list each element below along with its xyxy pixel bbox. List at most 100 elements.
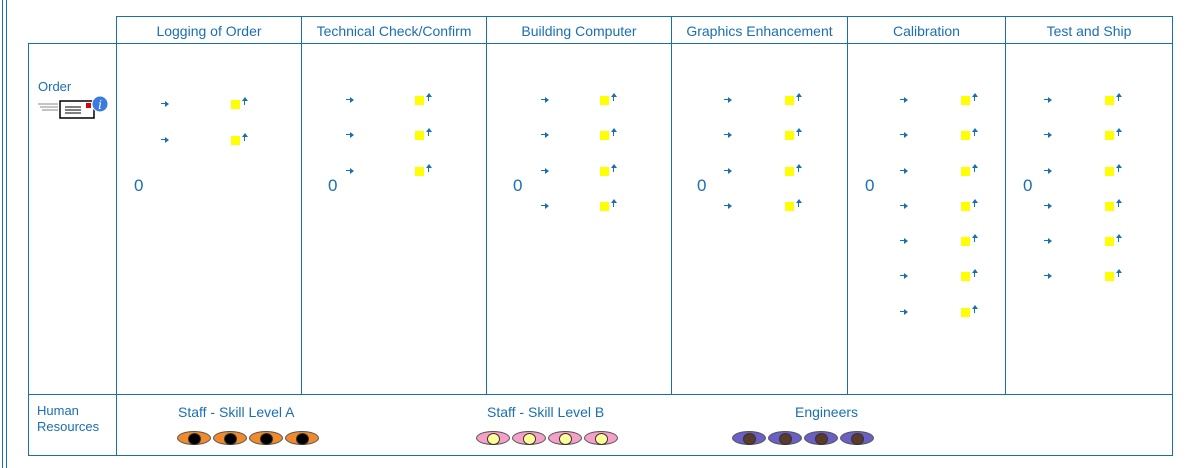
- eye-oval-icon[interactable]: [285, 431, 319, 445]
- arrow-right-icon: [724, 168, 732, 174]
- yellow-square-icon[interactable]: [961, 272, 970, 281]
- eye-pupil-icon: [595, 433, 608, 445]
- yellow-square-icon[interactable]: [1105, 272, 1114, 281]
- arrow-right-icon: [346, 168, 354, 174]
- yellow-square-icon[interactable]: [961, 237, 970, 246]
- process-count-calibration: 0: [865, 176, 875, 195]
- arrow-right-icon: [161, 137, 169, 143]
- eye-pupil-icon: [815, 433, 828, 445]
- yellow-square-icon[interactable]: [961, 167, 970, 176]
- resource-title-staff-a: Staff - Skill Level A: [178, 404, 295, 420]
- yellow-square-icon[interactable]: [415, 131, 424, 140]
- eye-oval-icon[interactable]: [548, 431, 582, 445]
- eye-oval-icon[interactable]: [476, 431, 510, 445]
- arrow-right-icon: [900, 273, 908, 279]
- eye-oval-icon[interactable]: [584, 431, 618, 445]
- process-count-technical-check: 0: [328, 176, 338, 195]
- eye-oval-icon[interactable]: [732, 431, 766, 445]
- process-count-logging-of-order: 0: [134, 176, 144, 195]
- yellow-square-icon[interactable]: [961, 202, 970, 211]
- arrow-up-icon: [796, 93, 802, 101]
- eye-pupil-icon: [487, 433, 500, 445]
- yellow-square-icon[interactable]: [415, 96, 424, 105]
- arrow-up-icon: [611, 199, 617, 207]
- eye-oval-icon[interactable]: [768, 431, 802, 445]
- resource-group-staff-b: [476, 431, 620, 445]
- process-count-test-and-ship: 0: [1023, 176, 1033, 195]
- yellow-square-icon[interactable]: [600, 96, 609, 105]
- arrow-up-icon: [972, 199, 978, 207]
- arrow-up-icon: [972, 93, 978, 101]
- eye-oval-icon[interactable]: [213, 431, 247, 445]
- yellow-square-icon[interactable]: [961, 96, 970, 105]
- arrow-up-icon: [1116, 164, 1122, 172]
- eye-oval-icon[interactable]: [177, 431, 211, 445]
- arrow-right-icon: [1044, 168, 1052, 174]
- process-header-logging-of-order: Logging of Order: [156, 22, 262, 39]
- eye-pupil-icon: [523, 433, 536, 445]
- yellow-square-icon[interactable]: [961, 131, 970, 140]
- yellow-square-icon[interactable]: [1105, 202, 1114, 211]
- arrow-right-icon: [900, 238, 908, 244]
- process-header-technical-check: Technical Check/Confirm: [316, 22, 472, 39]
- yellow-square-icon[interactable]: [1105, 96, 1114, 105]
- arrow-right-icon: [1044, 132, 1052, 138]
- eye-oval-icon[interactable]: [804, 431, 838, 445]
- yellow-square-icon[interactable]: [785, 96, 794, 105]
- arrow-up-icon: [972, 269, 978, 277]
- yellow-square-icon[interactable]: [231, 100, 240, 109]
- arrow-right-icon: [1044, 203, 1052, 209]
- yellow-square-icon[interactable]: [785, 202, 794, 211]
- arrow-up-icon: [426, 164, 432, 172]
- arrow-up-icon: [1116, 199, 1122, 207]
- yellow-square-icon[interactable]: [1105, 131, 1114, 140]
- arrow-right-icon: [900, 97, 908, 103]
- arrow-up-icon: [426, 128, 432, 136]
- arrow-right-icon: [900, 309, 908, 315]
- arrow-right-icon: [346, 132, 354, 138]
- human-resources-row-label: Human Resources: [37, 403, 100, 434]
- eye-oval-icon[interactable]: [249, 431, 283, 445]
- arrow-up-icon: [1116, 128, 1122, 136]
- yellow-square-icon[interactable]: [785, 131, 794, 140]
- eye-pupil-icon: [851, 433, 864, 445]
- arrow-up-icon: [242, 97, 248, 105]
- arrow-up-icon: [426, 93, 432, 101]
- svg-text:i: i: [98, 98, 102, 112]
- yellow-square-icon[interactable]: [231, 136, 240, 145]
- yellow-square-icon[interactable]: [415, 167, 424, 176]
- arrow-up-icon: [1116, 269, 1122, 277]
- arrow-right-icon: [724, 132, 732, 138]
- arrow-right-icon: [724, 97, 732, 103]
- envelope-info-icon[interactable]: i: [36, 94, 110, 120]
- arrow-up-icon: [796, 128, 802, 136]
- yellow-square-icon[interactable]: [600, 167, 609, 176]
- arrow-up-icon: [972, 234, 978, 242]
- arrow-right-icon: [900, 132, 908, 138]
- arrow-up-icon: [796, 164, 802, 172]
- eye-oval-icon[interactable]: [840, 431, 874, 445]
- yellow-square-icon[interactable]: [961, 308, 970, 317]
- yellow-square-icon[interactable]: [600, 131, 609, 140]
- resource-title-engineers: Engineers: [795, 404, 859, 420]
- arrow-up-icon: [972, 305, 978, 313]
- arrow-right-icon: [1044, 97, 1052, 103]
- yellow-square-icon[interactable]: [600, 202, 609, 211]
- process-count-building-computer: 0: [513, 176, 523, 195]
- yellow-square-icon[interactable]: [1105, 167, 1114, 176]
- arrow-up-icon: [1116, 234, 1122, 242]
- arrow-right-icon: [346, 97, 354, 103]
- process-header-building-computer: Building Computer: [521, 22, 637, 39]
- yellow-square-icon[interactable]: [1105, 237, 1114, 246]
- arrow-up-icon: [1116, 93, 1122, 101]
- arrow-right-icon: [541, 168, 549, 174]
- arrow-up-icon: [972, 164, 978, 172]
- process-header-graphics-enhancement: Graphics Enhancement: [686, 22, 833, 39]
- process-count-graphics-enhancement: 0: [697, 176, 707, 195]
- process-header-test-and-ship: Test and Ship: [1046, 22, 1132, 39]
- eye-pupil-icon: [743, 433, 756, 445]
- eye-oval-icon[interactable]: [512, 431, 546, 445]
- arrow-up-icon: [611, 164, 617, 172]
- order-row-label: Order: [38, 79, 72, 94]
- yellow-square-icon[interactable]: [785, 167, 794, 176]
